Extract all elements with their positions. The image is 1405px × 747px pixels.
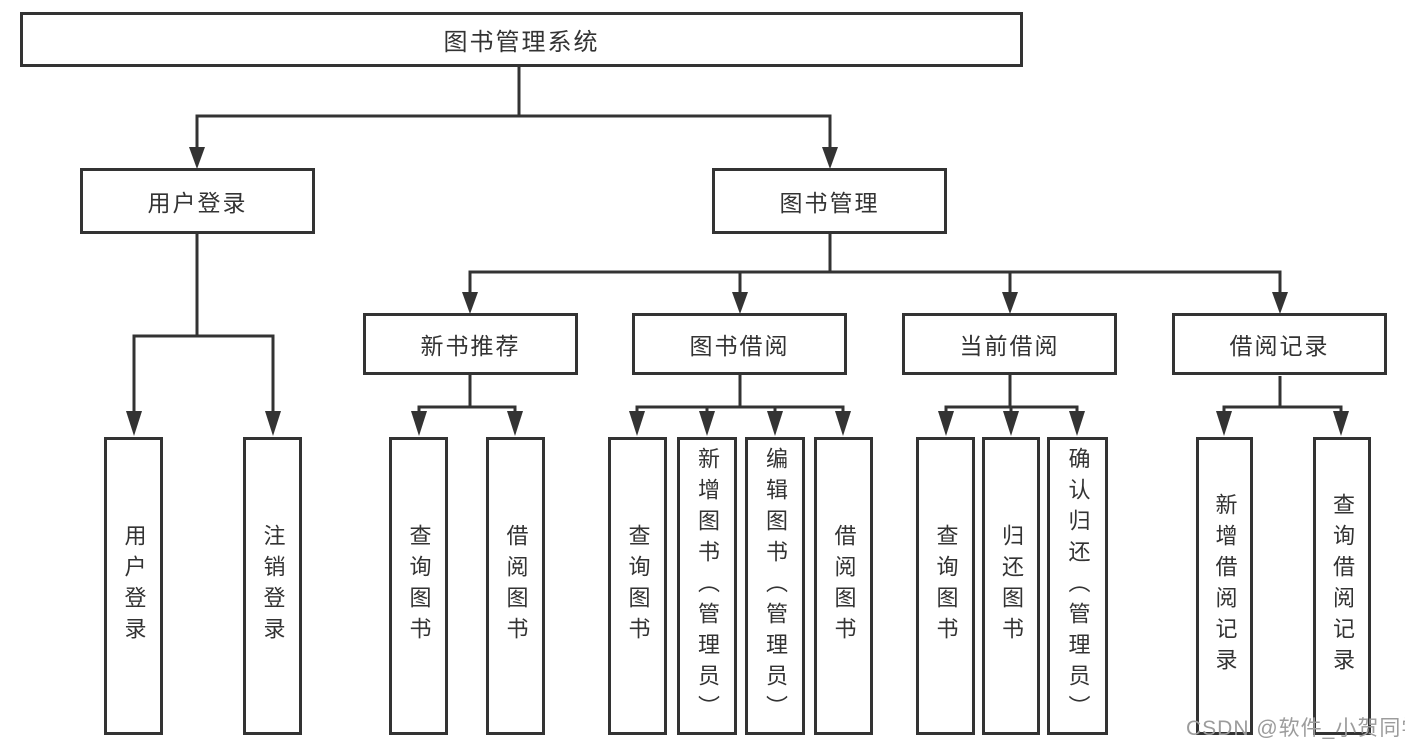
node-book-borrow-label: 图书借阅 <box>689 333 790 359</box>
node-query-books-current-label: 查询图书 <box>933 524 959 648</box>
node-borrow-books-recommend-label: 借阅图书 <box>503 524 529 648</box>
node-query-books-recommend: 查询图书 <box>389 437 448 735</box>
node-query-books-borrow-label: 查询图书 <box>625 524 651 648</box>
arrowheads <box>126 147 1349 436</box>
wire-root-to-level2 <box>195 66 832 148</box>
node-query-borrow-record: 查询借阅记录 <box>1313 437 1371 735</box>
node-new-book-recommend-label: 新书推荐 <box>420 333 521 359</box>
node-query-borrow-record-label: 查询借阅记录 <box>1330 493 1355 679</box>
node-new-book-recommend: 新书推荐 <box>363 313 578 375</box>
wire-current-borrow-branch <box>944 375 1079 412</box>
node-borrow-books-borrow: 借阅图书 <box>814 437 873 735</box>
node-logout-leaf: 注销登录 <box>243 437 302 735</box>
node-add-borrow-record-label: 新增借阅记录 <box>1212 493 1238 679</box>
node-query-books-borrow: 查询图书 <box>608 437 667 735</box>
node-borrow-records-label: 借阅记录 <box>1229 333 1330 359</box>
watermark: CSDN @软件_小贺同学 <box>1186 717 1405 740</box>
node-borrow-books-borrow-label: 借阅图书 <box>831 524 857 648</box>
node-add-book-admin-label: 新增图书（管理员） <box>695 446 720 726</box>
node-current-borrow-label: 当前借阅 <box>959 333 1060 359</box>
node-user-login-leaf: 用户登录 <box>104 437 163 735</box>
node-return-books-label: 归还图书 <box>999 524 1024 648</box>
node-user-login-label: 用户登录 <box>147 190 248 216</box>
wire-user-login-branch <box>132 234 275 412</box>
node-user-login: 用户登录 <box>80 168 315 234</box>
node-borrow-books-recommend: 借阅图书 <box>486 437 545 735</box>
node-current-borrow: 当前借阅 <box>902 313 1117 375</box>
wire-new-book-branch <box>417 375 517 412</box>
node-borrow-records: 借阅记录 <box>1172 313 1387 375</box>
node-root: 图书管理系统 <box>20 12 1023 67</box>
node-logout-leaf-label: 注销登录 <box>260 524 286 648</box>
node-book-management: 图书管理 <box>712 168 947 234</box>
node-edit-book-admin: 编辑图书（管理员） <box>745 437 805 735</box>
node-root-label: 图书管理系统 <box>443 29 600 56</box>
node-book-borrow: 图书借阅 <box>632 313 847 375</box>
wire-book-borrow-branch <box>635 375 845 412</box>
node-query-books-current: 查询图书 <box>916 437 975 735</box>
wire-borrow-records-branch <box>1222 376 1343 412</box>
node-confirm-return-admin: 确认归还（管理员） <box>1047 437 1108 735</box>
node-edit-book-admin-label: 编辑图书（管理员） <box>763 446 788 726</box>
node-return-books: 归还图书 <box>982 437 1040 735</box>
node-book-management-label: 图书管理 <box>779 190 880 216</box>
node-add-borrow-record: 新增借阅记录 <box>1196 437 1253 735</box>
node-query-books-recommend-label: 查询图书 <box>406 524 432 648</box>
node-user-login-leaf-label: 用户登录 <box>121 524 147 648</box>
node-confirm-return-admin-label: 确认归还（管理员） <box>1065 446 1091 726</box>
node-add-book-admin: 新增图书（管理员） <box>677 437 737 735</box>
wire-book-management-branch <box>468 234 1282 293</box>
